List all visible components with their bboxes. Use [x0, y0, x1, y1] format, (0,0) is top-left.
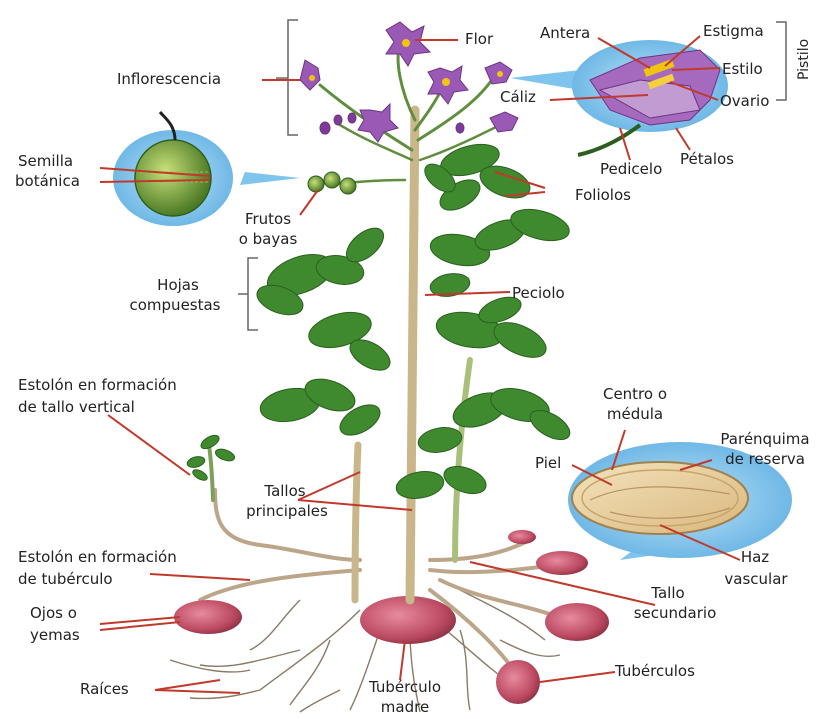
tuber-mid	[536, 551, 588, 575]
label-estolon-tub-1: Estolón en formación	[18, 548, 177, 566]
label-estilo: Estilo	[722, 60, 763, 78]
label-tallos-2: principales	[222, 502, 352, 520]
label-petalos: Pétalos	[680, 150, 734, 168]
label-inflorescencia: Inflorescencia	[117, 70, 221, 88]
label-estolon-tub-2: de tubérculo	[18, 570, 113, 588]
label-parenquima-1: Parénquima	[700, 430, 830, 448]
label-semilla-1: Semilla	[18, 152, 73, 170]
label-frutos-2: o bayas	[228, 230, 308, 248]
compound-leaves-bracket	[238, 258, 258, 330]
label-foliolos: Foliolos	[575, 186, 631, 204]
label-tub-madre-1: Tubérculo	[340, 678, 470, 696]
inflorescence-bracket	[276, 20, 298, 135]
label-tallo-sec-2: secundario	[615, 604, 735, 622]
label-parenquima-2: de reserva	[700, 450, 830, 468]
label-hojas-2: compuestas	[110, 296, 240, 314]
tuber-small	[508, 530, 536, 544]
label-ojos-2: yemas	[30, 626, 80, 644]
tuber-left	[174, 600, 242, 634]
label-frutos-1: Frutos	[228, 210, 308, 228]
label-semilla-2: botánica	[15, 172, 80, 190]
tuber-right	[545, 603, 609, 641]
pistil-bracket	[776, 22, 786, 100]
label-estolon-tallo-1: Estolón en formación	[18, 376, 177, 394]
label-tub-madre-2: madre	[340, 698, 470, 716]
label-piel: Piel	[535, 454, 561, 472]
label-haz-1: Haz	[720, 548, 790, 566]
label-centro-1: Centro o	[590, 385, 680, 403]
label-flor: Flor	[465, 30, 493, 48]
seed-bubble	[113, 112, 300, 226]
flower-detail-bubble	[510, 40, 728, 155]
label-estigma: Estigma	[703, 22, 764, 40]
label-centro-2: médula	[590, 405, 680, 423]
tuber-bottom	[496, 660, 540, 704]
label-pistilo: Pistilo	[796, 39, 813, 80]
label-haz-2: vascular	[706, 570, 806, 588]
label-raices: Raíces	[80, 680, 129, 698]
fruits	[308, 172, 356, 194]
label-estolon-tallo-2: de tallo vertical	[18, 398, 135, 416]
label-hojas-1: Hojas	[118, 276, 238, 294]
leaves	[186, 139, 575, 502]
label-tuberculos: Tubérculos	[615, 662, 695, 680]
label-ovario: Ovario	[720, 92, 769, 110]
label-tallo-sec-1: Tallo	[628, 584, 708, 602]
label-peciolo: Peciolo	[512, 284, 565, 302]
label-ojos-1: Ojos o	[30, 604, 77, 622]
label-antera: Antera	[540, 24, 590, 42]
label-tallos-1: Tallos	[230, 482, 340, 500]
label-pedicelo: Pedicelo	[600, 160, 662, 178]
label-caliz: Cáliz	[500, 88, 536, 106]
